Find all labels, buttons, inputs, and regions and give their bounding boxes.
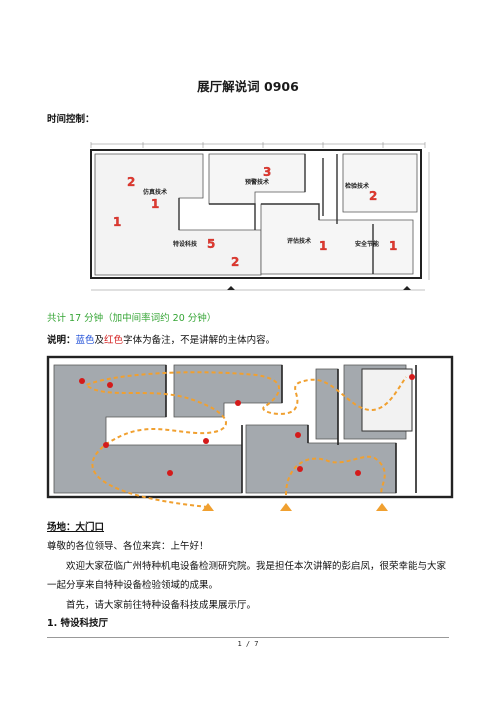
stop-5 [203,438,209,444]
stop-8 [297,466,303,472]
entrance-arrow-left [227,286,235,290]
marker-evaluation: 1 [319,239,327,253]
stop-3 [103,442,109,448]
total-time-text: 共计 17 分钟（加中间率词约 20 分钟） [47,313,217,324]
exit-marker-1 [280,503,292,511]
section-1-heading: 1. 特设科技厅 [47,618,109,629]
tour-stops [79,374,415,476]
stop-9 [409,374,415,380]
venue-heading: 场地：大门口 [47,522,105,533]
note-prefix: 说明： [47,335,76,346]
stop-4 [167,470,173,476]
dimension-lines [90,142,430,291]
stop-1 [79,378,85,384]
walls-2 [165,365,417,493]
floor-plan-tour-route [46,355,454,516]
exit-marker-2 [376,503,388,511]
note-blue-word: 蓝色 [75,335,95,346]
partition-walls [178,154,374,274]
marker-testing-right: 2 [369,189,377,203]
stop-6 [235,400,241,406]
stop-2 [107,382,113,388]
greeting-paragraph: 尊敬的各位领导、各位来宾：上午好！ [47,541,209,552]
stop-7 [295,432,301,438]
room-testing-label: 检验技术 [345,182,369,190]
floor-plan-time-allocation: 仿真技术 特设科技 检验技术 评估技术 安全节能 预警技术 2 1 1 5 2 … [83,140,433,299]
room-energy-saving-label: 安全节能 [355,240,379,248]
entry-marker [202,503,214,511]
footer-rule [47,637,449,638]
marker-special-tech-center: 5 [207,237,215,251]
marker-special-tech-right: 2 [231,255,239,269]
time-markers: 2 1 1 5 2 3 2 1 1 [113,165,398,269]
note-line: 说明：蓝色及红色字体为备注，不是讲解的主体内容。 [47,332,275,346]
room-evaluation-label: 评估技术 [287,237,311,245]
room-special-tech-label: 特设科技 [173,240,198,248]
note-connector: 及 [94,335,105,346]
intro-paragraph: 欢迎大家莅临广州特种机电设备检测研究院。我是担任本次讲解的彭启凤，很荣幸能与大家… [47,561,447,591]
room-simulation-label: 仿真技术 [143,188,167,196]
entrance-arrow-right [403,286,411,290]
first-step-paragraph: 首先，请大家前往特种设备科技成果展示厅。 [66,600,257,611]
note-red-word: 红色 [104,335,124,346]
floor-plan-2-drawing [46,355,454,511]
marker-warning: 3 [263,165,271,179]
tour-route [84,371,407,508]
time-control-label: 时间控制： [47,114,95,125]
page-number: 1 / 7 [237,640,259,648]
marker-simulation-b: 1 [151,197,159,211]
hall-testing [342,153,418,213]
testing-room [361,368,413,432]
marker-special-tech-left: 1 [113,215,121,229]
floor-plan-1-drawing: 仿真技术 特设科技 检验技术 评估技术 安全节能 预警技术 2 1 1 5 2 … [90,142,430,291]
marker-energy-saving: 1 [389,239,397,253]
room-warning-label: 预警技术 [245,178,269,186]
page-title: 展厅解说词 0906 [197,79,299,94]
stop-10 [355,470,361,476]
note-suffix: 字体为备注，不是讲解的主体内容。 [123,335,276,346]
marker-simulation: 2 [127,175,135,189]
